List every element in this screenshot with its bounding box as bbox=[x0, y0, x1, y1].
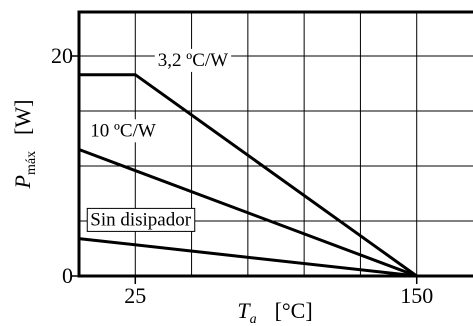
plot-frame bbox=[77, 10, 473, 278]
series-label-text-1: 10 ºC/W bbox=[90, 120, 156, 141]
x-tick-label-25: 25 bbox=[124, 283, 146, 308]
x-axis-label-unit: [°C] bbox=[275, 298, 313, 323]
series-lines bbox=[78, 73, 418, 278]
series-line-1 bbox=[78, 148, 418, 278]
x-axis-label-sub: a bbox=[250, 312, 257, 326]
y-axis-label-main: P bbox=[10, 175, 35, 189]
y-axis-label: Pmáx [W] bbox=[10, 100, 39, 190]
x-tick-label-150: 150 bbox=[400, 283, 433, 308]
series-label-bg-0 bbox=[154, 48, 232, 72]
y-tick-label-20: 20 bbox=[51, 43, 73, 68]
series-label-bg-2 bbox=[86, 207, 196, 232]
series-label-text-0: 3,2 ºC/W bbox=[158, 50, 228, 71]
y-axis-label-unit: [W] bbox=[10, 100, 35, 135]
grid-lines bbox=[79, 12, 473, 277]
series-line-0 bbox=[79, 73, 418, 278]
x-axis-label: Ta [°C] bbox=[237, 298, 312, 326]
series-label-text-2: Sin disipador bbox=[90, 209, 191, 230]
series-label-1: 10 ºC/W bbox=[87, 119, 159, 143]
series-labels: 3,2 ºC/W 10 ºC/W Sin disipador bbox=[86, 48, 232, 232]
axis-ticks: 25 150 0 20 bbox=[51, 43, 433, 308]
series-label-2: Sin disipador bbox=[86, 207, 196, 232]
series-label-0: 3,2 ºC/W bbox=[154, 48, 232, 72]
y-tick-label-0: 0 bbox=[62, 263, 73, 288]
series-label-bg-1 bbox=[87, 119, 159, 143]
y-axis-label-sub: máx bbox=[24, 151, 39, 175]
series-line-2 bbox=[78, 237, 417, 278]
x-axis-label-main: T bbox=[237, 298, 251, 323]
